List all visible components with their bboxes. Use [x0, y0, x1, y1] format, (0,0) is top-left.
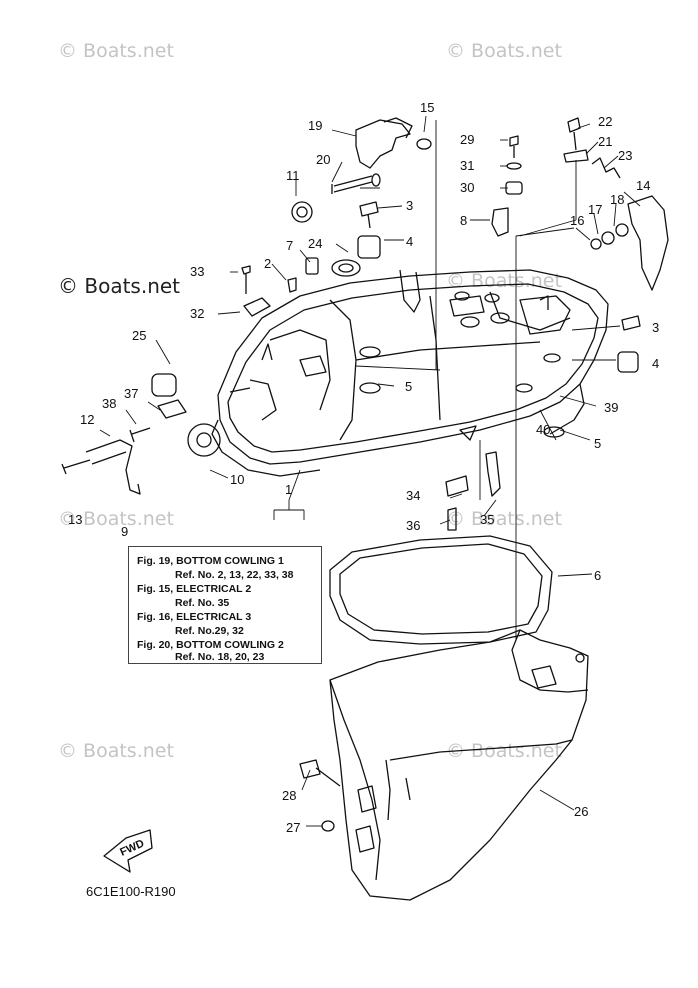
ref-line: Fig. 19, BOTTOM COWLING 1 [137, 555, 284, 567]
watermark-main: © Boats.net [58, 274, 181, 298]
callout-13: 13 [68, 512, 82, 527]
reference-box: Fig. 19, BOTTOM COWLING 1 Ref. No. 2, 13… [128, 546, 322, 664]
callout-16: 16 [570, 213, 584, 228]
callout-20: 20 [316, 152, 330, 167]
callout-38: 38 [102, 396, 116, 411]
callout-24: 24 [308, 236, 322, 251]
callout-6: 6 [594, 568, 601, 583]
ref-line: Ref. No. 2, 13, 22, 33, 38 [175, 569, 294, 581]
callout-12: 12 [80, 412, 94, 427]
callout-31: 31 [460, 158, 474, 173]
callout-17: 17 [588, 202, 602, 217]
callout-21: 21 [598, 134, 612, 149]
callout-1: 1 [285, 482, 292, 497]
watermark: © Boats.net [58, 508, 174, 530]
diagram-code: 6C1E100-R190 [86, 884, 176, 899]
callout-4: 4 [406, 234, 413, 249]
callout-9: 9 [121, 524, 128, 539]
gasket-6 [329, 535, 553, 645]
callout-27: 27 [286, 820, 300, 835]
ref-line: Ref. No. 35 [175, 597, 230, 609]
watermark: © Boats.net [58, 740, 174, 762]
callout-40: 40 [536, 422, 550, 437]
callout-3: 3 [652, 320, 659, 335]
callout-14: 14 [636, 178, 650, 193]
callout-5: 5 [405, 379, 412, 394]
callout-39: 39 [604, 400, 618, 415]
ref-line: Fig. 15, ELECTRICAL 2 [137, 583, 252, 595]
callout-29: 29 [460, 132, 474, 147]
callout-36: 36 [406, 518, 420, 533]
ref-line: Ref. No. 18, 20, 23 [175, 651, 265, 663]
callout-34: 34 [406, 488, 420, 503]
callout-2: 2 [264, 256, 271, 271]
watermark: © Boats.net [446, 270, 562, 292]
callout-25: 25 [132, 328, 146, 343]
callout-8: 8 [460, 213, 467, 228]
callout-28: 28 [282, 788, 296, 803]
watermark: © Boats.net [446, 40, 562, 62]
callout-11: 11 [286, 168, 300, 183]
fwd-arrow-icon [103, 829, 153, 873]
callout-26: 26 [574, 804, 588, 819]
callout-18: 18 [610, 192, 624, 207]
callout-30: 30 [460, 180, 474, 195]
callout-35: 35 [480, 512, 494, 527]
callout-7: 7 [286, 238, 293, 253]
callout-3: 3 [406, 198, 413, 213]
apron-26 [329, 629, 589, 901]
watermark: © Boats.net [58, 40, 174, 62]
callout-5: 5 [594, 436, 601, 451]
ref-line: Fig. 16, ELECTRICAL 3 [137, 611, 252, 623]
callout-22: 22 [598, 114, 612, 129]
callout-33: 33 [190, 264, 204, 279]
callout-32: 32 [190, 306, 204, 321]
callout-4: 4 [652, 356, 659, 371]
callout-37: 37 [124, 386, 138, 401]
ref-line: Fig. 20, BOTTOM COWLING 2 [137, 639, 284, 651]
callout-10: 10 [230, 472, 244, 487]
ref-line: Ref. No.29, 32 [175, 625, 244, 637]
callout-15: 15 [420, 100, 434, 115]
watermark: © Boats.net [446, 508, 562, 530]
callout-23: 23 [618, 148, 632, 163]
callout-19: 19 [308, 118, 322, 133]
